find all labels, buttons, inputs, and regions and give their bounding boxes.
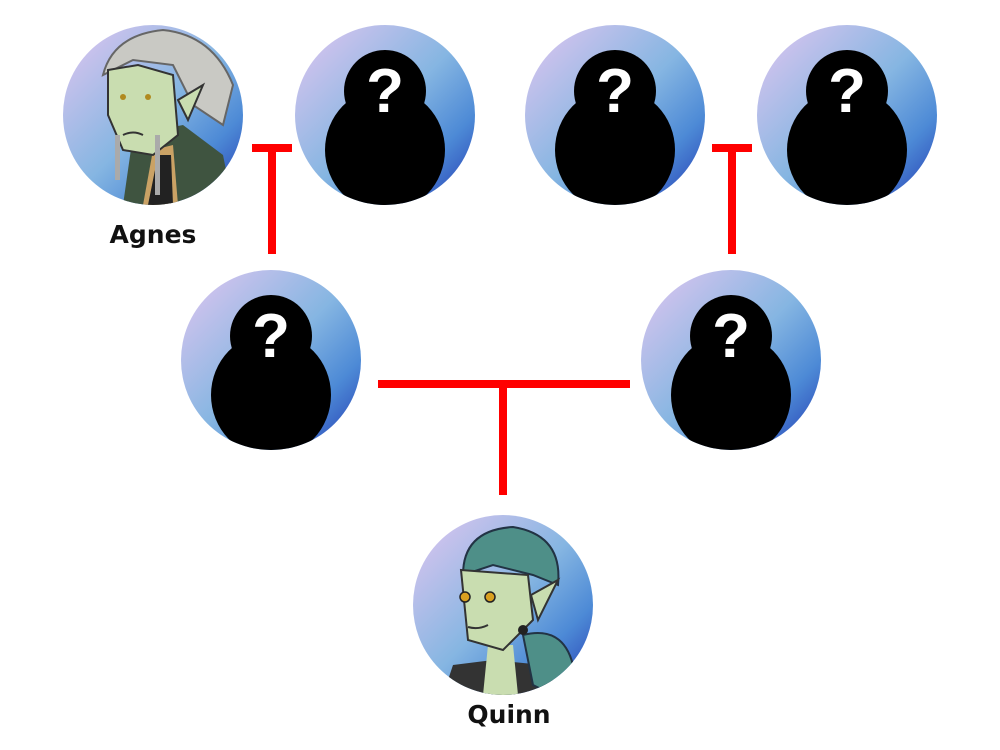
connector-lines — [252, 144, 752, 495]
avatar-agnes[interactable] — [63, 25, 243, 205]
descent-line-middle — [499, 380, 507, 495]
question-mark-icon: ? — [828, 57, 866, 126]
person-name-agnes: Agnes — [109, 220, 197, 249]
unknown-person-2[interactable]: ? — [525, 25, 705, 212]
person-name-quinn: Quinn — [467, 700, 551, 729]
question-mark-icon: ? — [252, 302, 290, 371]
descent-line-right — [728, 144, 736, 254]
question-mark-icon: ? — [596, 57, 634, 126]
question-mark-icon: ? — [712, 302, 750, 371]
avatar-quinn[interactable] — [413, 515, 593, 695]
unknown-person-3[interactable]: ? — [757, 25, 937, 212]
descent-line-left — [268, 144, 276, 254]
unknown-person-1[interactable]: ? — [295, 25, 475, 212]
question-mark-icon: ? — [366, 57, 404, 126]
unknown-person-4[interactable]: ? — [181, 270, 361, 457]
unknown-person-5[interactable]: ? — [641, 270, 821, 457]
